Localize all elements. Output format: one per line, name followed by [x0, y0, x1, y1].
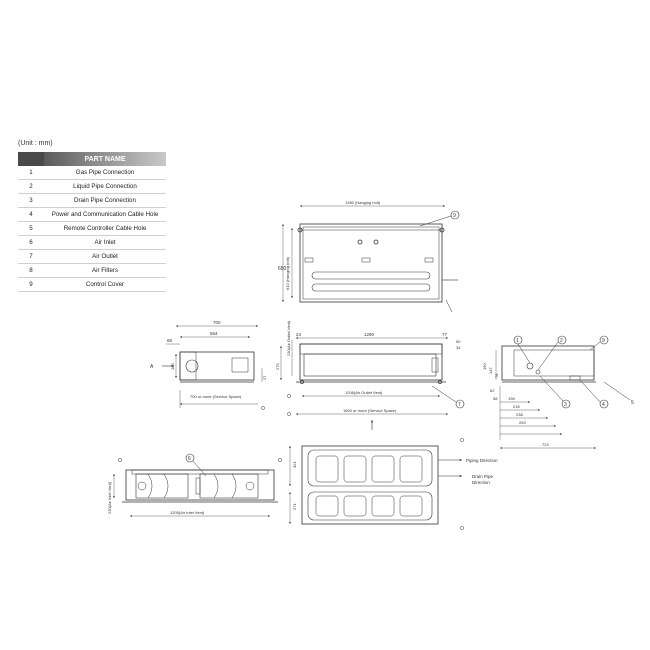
front-width: 1290 — [364, 332, 375, 337]
pipe-dim: 216 — [513, 404, 520, 409]
part-name: Air Filters — [44, 263, 166, 278]
air-inlet-view — [113, 453, 282, 517]
part-number: 6 — [18, 235, 44, 250]
table-header-number — [18, 152, 44, 166]
part-number: 8 — [18, 263, 44, 278]
pipe-dim: 78 — [494, 373, 499, 378]
front-right-offset: 77 — [442, 332, 448, 337]
pipe-callout: 4 — [602, 402, 605, 408]
top-callout-9: 9 — [453, 213, 456, 219]
front-right-small: 34 — [456, 345, 461, 350]
drain-pipe-direction-label: Direction — [472, 480, 490, 485]
top-depth-label: 650 — [278, 266, 287, 272]
part-name: Remote Controller Cable Hole — [44, 221, 166, 236]
inlet-vent-width: 1205(Air Inlet Vent) — [170, 510, 205, 515]
table-header-part-name: PART NAME — [44, 152, 166, 166]
inlet-callout-6: 6 — [188, 456, 191, 462]
part-name: Control Cover — [44, 277, 166, 292]
part-number: 2 — [18, 179, 44, 194]
part-name: Air Outlet — [44, 249, 166, 264]
pipe-dim: 147 — [488, 367, 493, 374]
bottom-dim-b: 271 — [292, 503, 297, 510]
part-name: Power and Communication Cable Hole — [44, 207, 166, 222]
pipe-connection-view — [495, 335, 631, 449]
part-name: Gas Pipe Connection — [44, 166, 166, 180]
pipe-callout: 2 — [560, 338, 563, 344]
front-left-offset: 24 — [296, 332, 302, 337]
front-right-top: 50 — [456, 339, 461, 344]
pipe-callout: 5 — [631, 400, 634, 406]
side-service-space-label: 700 or more (Service Space) — [190, 394, 242, 399]
piping-direction-label: Piping Direction — [466, 458, 498, 463]
side-inlet-height-dim: 180 — [170, 363, 175, 370]
drain-pipe-direction-label: Drain Pipe — [472, 474, 494, 479]
part-name: Drain Pipe Connection — [44, 193, 166, 208]
top-bolt-depth-label: 610 (Hanging bolt) — [285, 256, 290, 290]
front-outlet-vent-depth: 230(Air Outlet Vent) — [286, 320, 291, 356]
bottom-view — [289, 438, 464, 530]
bottom-dim-a: 421 — [292, 461, 297, 468]
top-width-label: 1350 (Hanging bolt) — [345, 200, 381, 205]
part-name: Liquid Pipe Connection — [44, 179, 166, 194]
pipe-dim: 238 — [516, 412, 523, 417]
part-number: 7 — [18, 249, 44, 264]
front-height: 275 — [275, 363, 280, 370]
pipe-dim: 190 — [482, 363, 487, 370]
pipe-dim: 724 — [542, 442, 549, 447]
side-overall-dim: 700 — [213, 320, 221, 325]
top-view — [282, 205, 460, 313]
pipe-dim: 196 — [508, 396, 515, 401]
side-view — [162, 325, 265, 410]
side-small-offset-dim: 27 — [262, 375, 267, 380]
pipe-dim: 263 — [519, 420, 526, 425]
view-a-arrow-label: A — [150, 364, 154, 370]
part-number: 4 — [18, 207, 44, 222]
front-callout-7: 7 — [458, 402, 461, 408]
front-service-space: 1500 or more (Service Space) — [343, 408, 397, 413]
part-number: 1 — [18, 166, 44, 180]
pipe-dim: 58 — [493, 396, 498, 401]
inlet-vent-height: 230(Air Inlet Vent) — [107, 481, 112, 514]
unit-label: (Unit : mm) — [18, 140, 53, 147]
pipe-callout: 3 — [564, 402, 567, 408]
part-number: 5 — [18, 221, 44, 236]
part-number: 9 — [18, 277, 44, 292]
pipe-callout: 1 — [516, 338, 519, 344]
front-outlet-vent-width: 1206(Air Outlet Vent) — [345, 390, 383, 395]
part-name: Air Inlet — [44, 235, 166, 250]
pipe-callout: 9 — [602, 338, 605, 344]
front-view — [280, 337, 465, 430]
side-left-offset-dim: 68 — [167, 338, 173, 343]
side-inner-dim: 564 — [210, 331, 218, 336]
part-number: 3 — [18, 193, 44, 208]
pipe-dim: 62 — [490, 388, 495, 393]
